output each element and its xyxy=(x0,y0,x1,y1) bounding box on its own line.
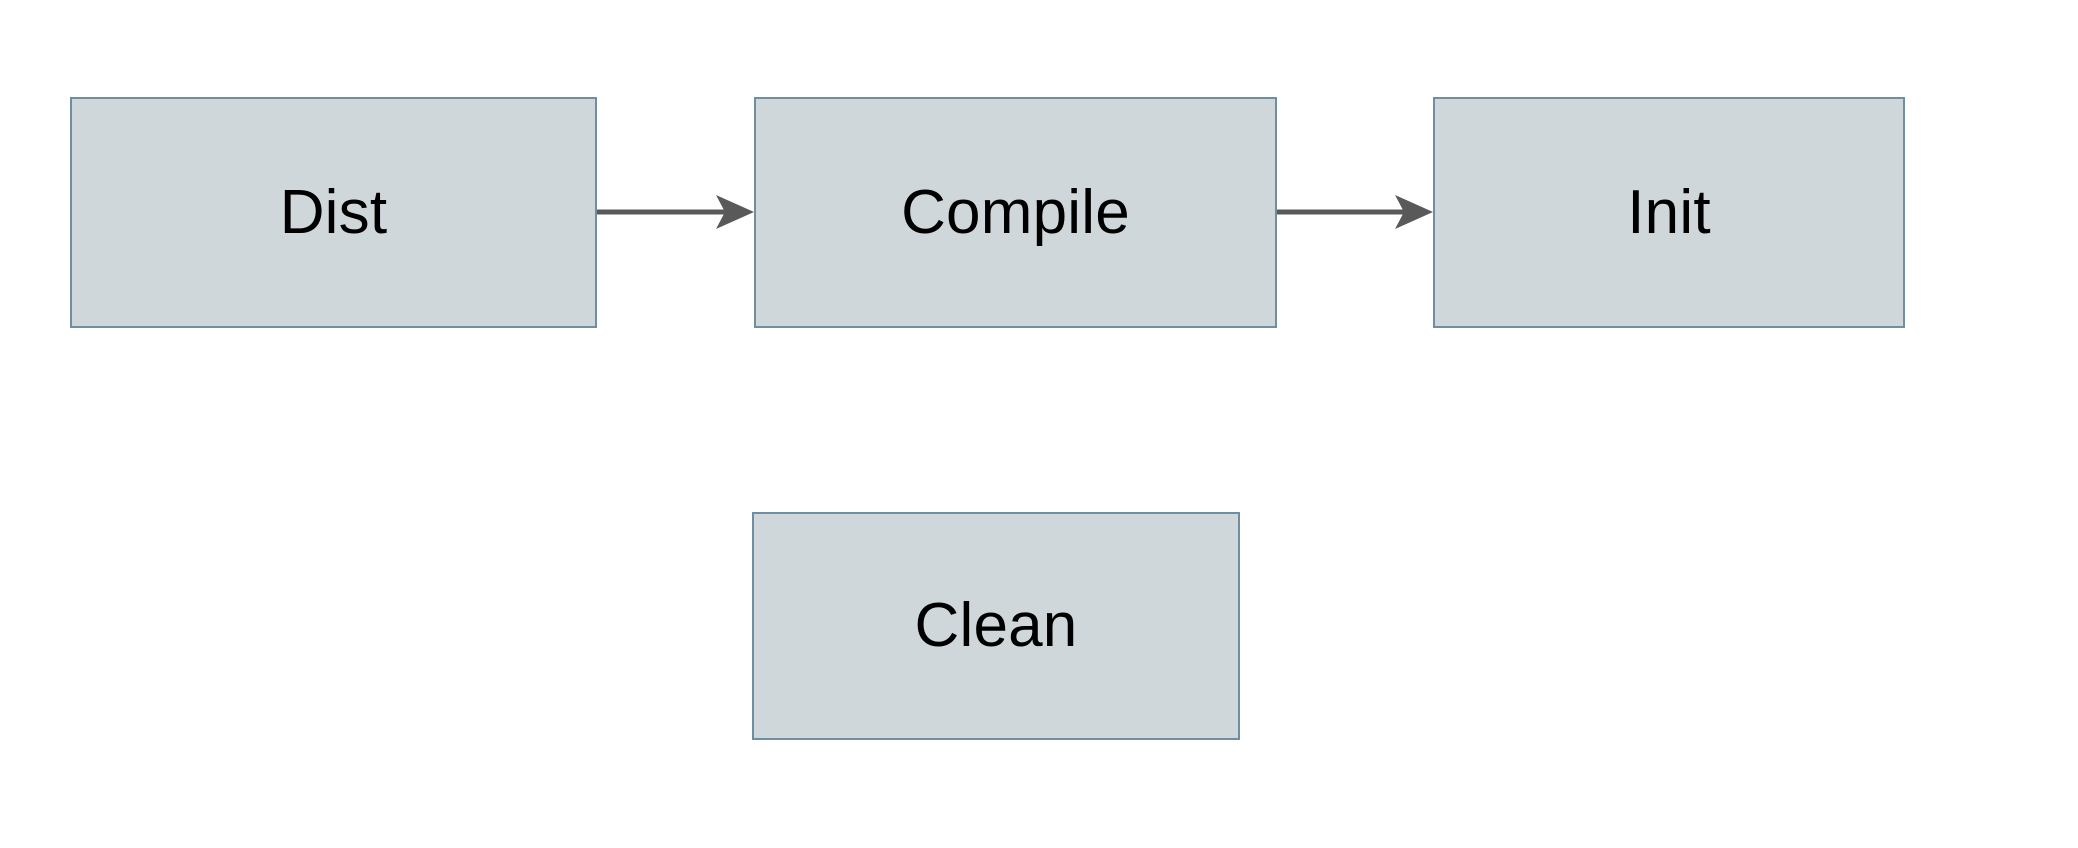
node-clean-label: Clean xyxy=(914,591,1078,660)
arrow-icon xyxy=(1277,195,1433,229)
edge-dist-to-compile[interactable] xyxy=(597,188,754,236)
node-compile[interactable]: Compile xyxy=(754,97,1277,328)
edge-compile-to-init[interactable] xyxy=(1277,188,1433,236)
node-compile-label: Compile xyxy=(901,177,1130,247)
arrow-icon xyxy=(597,195,754,229)
node-clean[interactable]: Clean xyxy=(752,512,1240,740)
node-dist-label: Dist xyxy=(279,177,388,247)
node-init-label: Init xyxy=(1627,177,1711,247)
node-dist[interactable]: Dist xyxy=(70,97,597,328)
node-init[interactable]: Init xyxy=(1433,97,1905,328)
